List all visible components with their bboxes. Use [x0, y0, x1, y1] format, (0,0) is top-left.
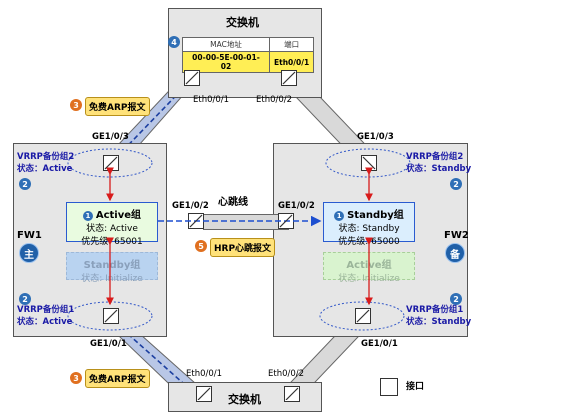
- arrows-layer: [106, 167, 373, 306]
- heartbeat-label: 心跳线: [218, 197, 248, 208]
- fw1-port-top-label: GE1/0/3: [92, 132, 129, 142]
- mac-row-port: Eth0/0/1: [268, 51, 315, 73]
- callout-hrp: HRP心跳报文: [210, 238, 276, 257]
- mac-row-mac: 00-00-5E-00-01-02: [182, 51, 270, 73]
- fw1-vrrp1-state: 状态：Active: [17, 317, 73, 327]
- fw1-group-title: Active组: [95, 210, 142, 221]
- switch-bottom-port-1-label: Eth0/0/1: [186, 369, 223, 379]
- fw2-vrrp2-state: 状态：Standby: [406, 164, 472, 174]
- fw1-group-badge: 1: [82, 210, 93, 221]
- fw1-role-badge: 主: [19, 243, 39, 263]
- fw2-group-title: Standby组: [347, 210, 404, 221]
- badge-3-bottom: 3: [70, 372, 82, 384]
- legend-port-icon: [380, 378, 398, 396]
- fw2-vrrp1-name: VRRP备份组1: [406, 305, 464, 315]
- fw2-name: FW2: [444, 230, 469, 241]
- badge-4: 4: [168, 36, 180, 48]
- fw1-vrrp2-badge: 2: [19, 178, 31, 190]
- fw2-group-badge: 1: [334, 210, 345, 221]
- badge-5: 5: [195, 240, 207, 252]
- fw2-role-badge: 备: [445, 243, 465, 263]
- fw1-vrrp2-name: VRRP备份组2: [17, 152, 75, 162]
- switch-bottom-port-2-label: Eth0/0/2: [268, 369, 305, 379]
- switch-top-port-2-label: Eth0/0/2: [256, 95, 293, 105]
- callout-arp-bottom: 免费ARP报文: [85, 369, 150, 388]
- badge-3-top: 3: [70, 99, 82, 111]
- fw1-group-state: 状态: Active: [86, 224, 138, 234]
- fw1-vrrp1-badge: 2: [19, 293, 31, 305]
- switch-top-port-1-label: Eth0/0/1: [193, 95, 230, 105]
- legend-label: 接口: [406, 382, 425, 392]
- callout-arp-top: 免费ARP报文: [85, 97, 150, 116]
- fw2-vrrp2-badge: 2: [450, 178, 462, 190]
- fw1-port-bottom-label: GE1/0/1: [90, 339, 127, 349]
- fw2-group-state: 状态: Standby: [338, 224, 400, 234]
- fw1-vrrp1-name: VRRP备份组1: [17, 305, 75, 315]
- fw1-hb-port-label: GE1/0/2: [172, 201, 209, 211]
- fw1-name: FW1: [17, 230, 42, 241]
- fw2-port-bottom-label: GE1/0/1: [361, 339, 398, 349]
- fw2-vrrp1-state: 状态：Standby: [406, 317, 472, 327]
- fw2-ellipses: [319, 148, 411, 331]
- fw2-port-top-label: GE1/0/3: [357, 132, 394, 142]
- port-diagonals: [104, 71, 376, 400]
- fw2-standby-group: 1 Standby组 状态: Standby 优先级: 65000: [323, 202, 415, 247]
- heartbeat-link: [203, 214, 289, 230]
- fw1-vrrp2-state: 状态：Active: [17, 164, 73, 174]
- switch-top-title: 交换机: [226, 16, 259, 29]
- mac-table: MAC地址 端口 00-00-5E-00-01-02 Eth0/0/1: [182, 37, 315, 73]
- fw2-hb-port-label: GE1/0/2: [278, 201, 315, 211]
- fw2-vrrp2-name: VRRP备份组2: [406, 152, 464, 162]
- fw2-vrrp1-badge: 2: [450, 293, 462, 305]
